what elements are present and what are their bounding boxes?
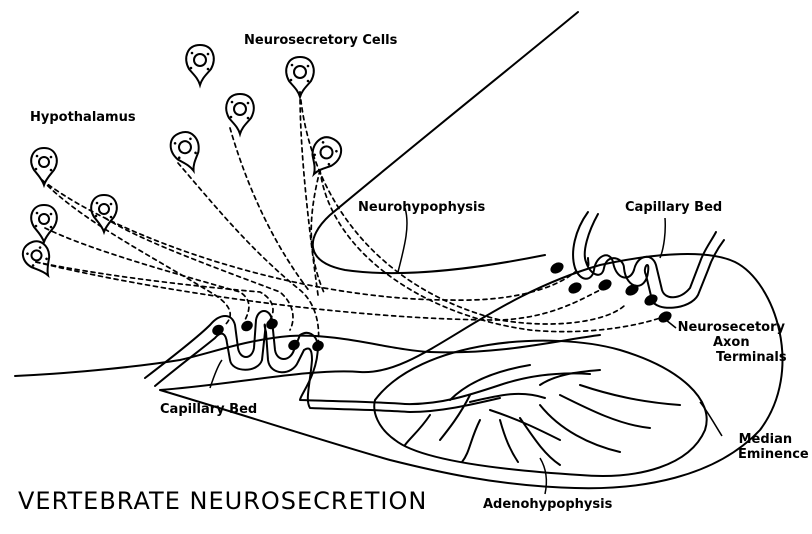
cell-hypothalamic-2 xyxy=(31,205,57,242)
label-axon-terminals: Neurosecetory Axon Terminals xyxy=(676,320,787,365)
cell-hypothalamic-1 xyxy=(31,148,57,185)
cell-upper-1 xyxy=(186,45,213,85)
leader-neurohypophysis xyxy=(398,208,407,272)
label-axon-terminals-line-3: Terminals xyxy=(676,350,787,365)
label-neurohypophysis: Neurohypophysis xyxy=(358,200,485,215)
leader-adenohypophysis xyxy=(540,458,546,494)
label-median-eminence: Median Eminence xyxy=(722,432,809,462)
label-axon-terminals-line-2: Axon xyxy=(676,335,787,350)
portal-vessel-branches xyxy=(405,365,680,465)
cell-upper-3 xyxy=(167,128,206,175)
label-median-eminence-line-1: Median xyxy=(722,432,809,447)
label-axon-terminals-line-1: Neurosecetory xyxy=(676,320,787,335)
neurosecretory-cells xyxy=(18,45,345,282)
label-neurosecretory-cells: Neurosecretory Cells xyxy=(244,33,397,48)
axon-terminals-upper xyxy=(548,260,673,325)
label-capillary-bed-upper: Capillary Bed xyxy=(625,200,722,215)
cell-hypothalamic-3 xyxy=(18,237,59,282)
label-adenohypophysis: Adenohypophysis xyxy=(483,497,612,512)
leader-median-eminence xyxy=(700,402,722,436)
leader-axon-terminals xyxy=(666,320,676,328)
axon-fibers xyxy=(36,92,660,345)
adenohypophysis-boundary xyxy=(374,341,706,476)
leader-lines xyxy=(210,208,722,494)
diagram-title: VERTEBRATE NEUROSECRETION xyxy=(18,487,427,515)
label-median-eminence-line-2: Eminence xyxy=(722,447,809,462)
leader-capillary-upper xyxy=(660,218,665,258)
label-capillary-bed-lower: Capillary Bed xyxy=(160,402,257,417)
cell-upper-4 xyxy=(286,57,313,97)
cell-hypothalamic-4 xyxy=(91,195,117,232)
label-hypothalamus: Hypothalamus xyxy=(30,110,136,125)
neurohypophysis-outline xyxy=(313,12,578,273)
